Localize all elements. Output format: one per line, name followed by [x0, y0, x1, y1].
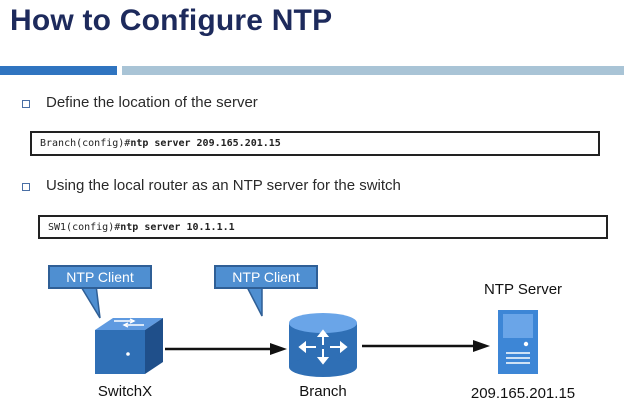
cli-box-switch: SW1(config)#ntp server 10.1.1.1: [38, 215, 608, 239]
arrow-switch-to-branch: [165, 343, 287, 355]
callout-tail: [78, 284, 101, 319]
title-underline-dark: [0, 66, 117, 75]
bullet-item: Define the location of the server: [22, 94, 258, 111]
title-underline-light: [122, 66, 624, 75]
node-label-server-ip: 209.165.201.15: [470, 385, 576, 402]
ntp-client-callout-switch: NTP Client: [48, 265, 152, 289]
ntp-server-heading: NTP Server: [483, 281, 563, 298]
cli-prompt: SW1(config)#: [48, 221, 121, 233]
router-icon: [289, 313, 357, 377]
bullet-text: Define the location of the server: [46, 94, 258, 111]
server-icon: [498, 310, 538, 374]
bullet-square-icon: [22, 99, 30, 108]
cli-command: ntp server 10.1.1.1: [120, 221, 235, 233]
page-title: How to Configure NTP: [10, 4, 333, 37]
cli-prompt: Branch(config)#: [40, 138, 131, 149]
bullet-item: Using the local router as an NTP server …: [22, 177, 401, 194]
bullet-square-icon: [22, 182, 30, 191]
ntp-client-callout-branch: NTP Client: [214, 265, 318, 289]
cli-command: ntp server 209.165.201.15: [130, 138, 281, 149]
callout-tail: [244, 284, 263, 317]
bullet-text: Using the local router as an NTP server …: [46, 177, 401, 194]
node-label-branch: Branch: [299, 383, 347, 400]
switch-icon: [95, 318, 163, 374]
node-label-switchx: SwitchX: [97, 383, 153, 400]
arrow-branch-to-server: [362, 340, 490, 352]
cli-box-branch: Branch(config)#ntp server 209.165.201.15: [30, 131, 600, 156]
